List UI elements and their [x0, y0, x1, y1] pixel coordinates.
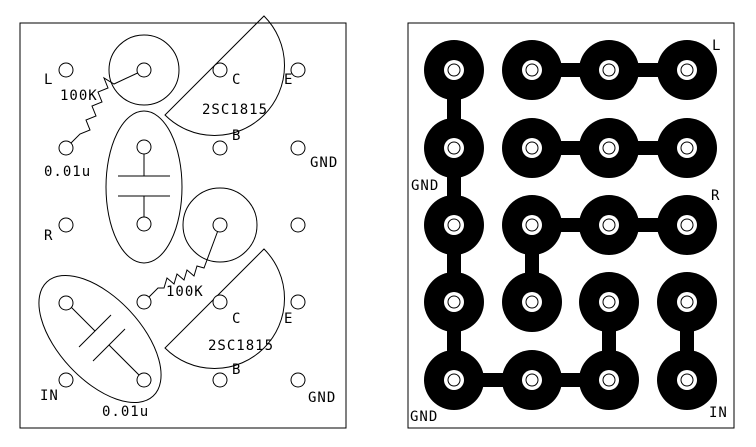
copper-pad [657, 350, 717, 410]
pad-res-bottom-lead [136, 294, 152, 310]
pad-b-top [212, 140, 228, 156]
capacitor-outline-top [105, 110, 183, 264]
copper-pad [424, 195, 484, 255]
copper-side-panel: L R GND GND IN [407, 22, 735, 429]
pad-cap-top-2 [136, 216, 152, 232]
pad-l [58, 62, 74, 78]
pad-gnd-top [290, 140, 306, 156]
copper-pad [502, 272, 562, 332]
pad-r [58, 217, 74, 233]
label-in: IN [40, 388, 59, 404]
label-resistor-bottom: 100K [166, 284, 204, 300]
board-outline-left [19, 22, 347, 429]
copper-label-gnd-bottom: GND [410, 409, 438, 425]
label-r: R [44, 228, 53, 244]
label-transistor-bottom: 2SC1815 [208, 338, 274, 354]
copper-label-gnd-top: GND [411, 178, 439, 194]
board-outline-right [407, 22, 735, 429]
pad-in [58, 372, 74, 388]
copper-pad [657, 272, 717, 332]
pad-c-top [212, 62, 228, 78]
copper-traces [447, 63, 694, 387]
label-e-bottom: E [284, 311, 293, 327]
transistor-outline-bottom [164, 248, 286, 370]
copper-pad [502, 195, 562, 255]
copper-label-in: IN [709, 405, 728, 421]
copper-pad [579, 40, 639, 100]
label-capacitor-bottom: 0.01u [102, 404, 149, 420]
copper-pad [502, 118, 562, 178]
component-side-panel: L 100K C E 2SC1815 B 0.01u GND R 100K C … [19, 15, 347, 429]
resistor-zigzag-top [65, 69, 145, 149]
copper-pad [424, 272, 484, 332]
capacitor-symbol-top [118, 147, 170, 224]
pad-cap-bottom-2 [136, 372, 152, 388]
resistor-body-bottom [182, 187, 258, 263]
pad-e-top [290, 62, 306, 78]
copper-pad [502, 40, 562, 100]
transistor-outline-top [164, 15, 286, 137]
label-gnd-top: GND [310, 155, 338, 171]
component-pads [58, 62, 306, 388]
copper-pad [657, 195, 717, 255]
resistor-zigzag-bottom [143, 224, 221, 303]
label-e-top: E [284, 72, 293, 88]
capacitor-outline-bottom [38, 274, 162, 404]
pad-b-bottom [212, 372, 228, 388]
capacitor-symbol-bottom [66, 302, 146, 382]
copper-pad [657, 40, 717, 100]
label-l: L [44, 72, 53, 88]
copper-pad [579, 350, 639, 410]
label-c-top: C [232, 72, 241, 88]
copper-pad [579, 118, 639, 178]
label-transistor-top: 2SC1815 [202, 102, 268, 118]
pad-gnd-bottom [290, 372, 306, 388]
copper-pad [424, 350, 484, 410]
pad-cap-top-left [58, 140, 74, 156]
copper-pad [579, 195, 639, 255]
label-c-bottom: C [232, 311, 241, 327]
label-gnd-bottom: GND [308, 390, 336, 406]
pad-e-bottom [290, 294, 306, 310]
pad-cap-top-1 [136, 139, 152, 155]
copper-label-r: R [711, 188, 720, 204]
label-b-top: B [232, 128, 241, 144]
pad-res-bottom [212, 217, 228, 233]
pad-cap-bottom-1 [58, 295, 74, 311]
label-capacitor-top: 0.01u [44, 164, 91, 180]
copper-pad [579, 272, 639, 332]
label-resistor-top: 100K [60, 88, 98, 104]
pad-mid-right [290, 217, 306, 233]
copper-pad [657, 118, 717, 178]
copper-pad [502, 350, 562, 410]
copper-pads [424, 40, 717, 410]
copper-pad [424, 118, 484, 178]
resistor-body-top [108, 34, 180, 106]
pad-c-bottom [212, 294, 228, 310]
copper-pad [424, 40, 484, 100]
pad-res-top [136, 62, 152, 78]
copper-label-l: L [712, 38, 721, 54]
label-b-bottom: B [232, 362, 241, 378]
